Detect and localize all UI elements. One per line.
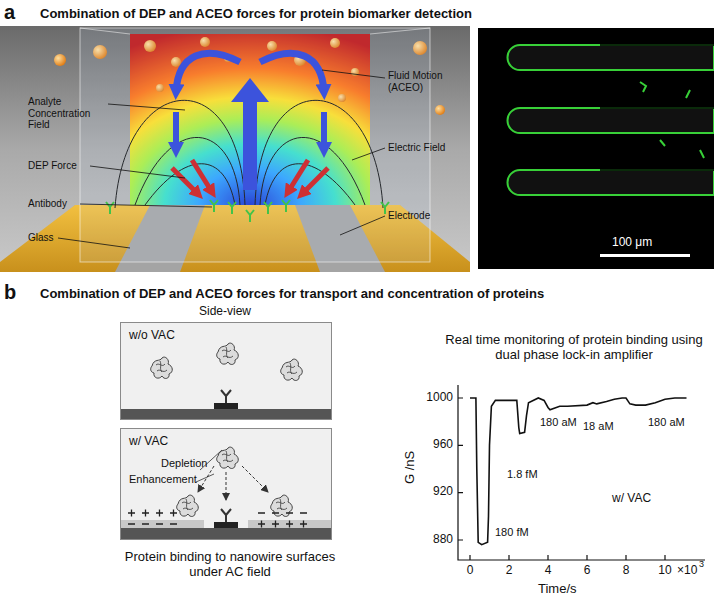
electrode-fingers (507, 45, 714, 257)
panel-letter: a (4, 1, 15, 24)
tick-label: 1000 (406, 391, 453, 405)
axis-multiplier: ×10 (677, 564, 697, 578)
part-label: Antibody (28, 198, 67, 210)
side-view-box: w/ VAC DepletionEnhancement (120, 428, 332, 540)
part-label: DEP Force (28, 160, 77, 172)
leader-lines (58, 70, 385, 248)
region-label: Enhancement (129, 473, 197, 486)
tick-label: 10 (653, 564, 677, 578)
tick-label: 0 (458, 564, 482, 578)
panel-title: Combination of DEP and ACEO forces for p… (40, 7, 472, 22)
tick-label: 960 (406, 438, 453, 452)
axis-title: G /nS (403, 442, 418, 492)
tick-label: 4 (536, 564, 560, 578)
part-label: Electrode (388, 210, 430, 222)
condition-label: w/o VAC (129, 329, 175, 343)
panel-letter: b (4, 281, 16, 304)
part-label: Analyte Concentration Field (28, 96, 106, 131)
box-fill (120, 428, 332, 540)
condition-label: w/ VAC (129, 435, 168, 449)
side-view-art (120, 343, 332, 540)
region-label: Depletion (161, 457, 207, 470)
glass-box (80, 28, 430, 262)
part-label: Fluid Motion (ACEO) (388, 70, 464, 93)
concentration-label: 180 aM (648, 416, 685, 429)
micrograph (478, 28, 714, 269)
concentration-label: 180 fM (495, 526, 529, 539)
tick-label: 6 (575, 564, 599, 578)
part-label: Glass (28, 232, 54, 244)
side-view-box: w/o VAC (120, 322, 332, 420)
concentration-label: 1.8 fM (507, 468, 538, 481)
caption-text: Protein binding to nanowire surfaces und… (110, 550, 350, 580)
axis-title: Time/s (538, 582, 577, 597)
axis-exponent: 3 (699, 559, 704, 569)
tick-label: 8 (614, 564, 638, 578)
illustration-ground (0, 26, 470, 272)
panel-title: Combination of DEP and ACEO forces for t… (40, 287, 544, 302)
chart-axes (458, 385, 705, 560)
chart-title: Real time monitoring of protein binding … (440, 333, 708, 363)
view-label: Side-view (180, 305, 270, 319)
tick-label: 2 (497, 564, 521, 578)
tick-label: 920 (406, 485, 453, 499)
conductance-trace (470, 398, 687, 545)
scale-label: 100 μm (612, 236, 652, 250)
box-edges (80, 28, 430, 34)
part-label: Electric Field (388, 142, 464, 154)
tick-label: 880 (406, 533, 453, 547)
box-fill (120, 322, 332, 420)
condition-label: w/ VAC (612, 492, 651, 506)
concentration-label: 180 aM (540, 416, 577, 429)
concentration-label: 18 aM (583, 420, 614, 433)
